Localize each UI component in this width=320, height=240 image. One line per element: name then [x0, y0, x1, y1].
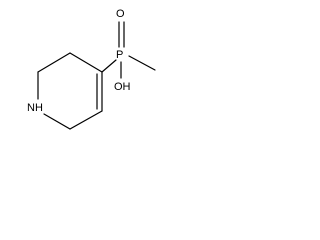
bond-c5-c1 [37, 52, 71, 73]
bond-c3-c4 [69, 110, 103, 130]
bond-p-methyl [128, 55, 156, 71]
bond-c4-n [43, 113, 71, 130]
bond-c1-c2 [69, 52, 103, 73]
nitrogen-label: NH [27, 102, 43, 114]
molecule-drawing: O P OH NH [27, 8, 156, 130]
phosphorus-label: P [116, 49, 123, 61]
oxygen-label: O [116, 8, 125, 20]
structure-diagram: O P OH NH [0, 0, 160, 134]
hydroxyl-label: OH [114, 81, 131, 93]
bond-c2-p [101, 59, 117, 73]
